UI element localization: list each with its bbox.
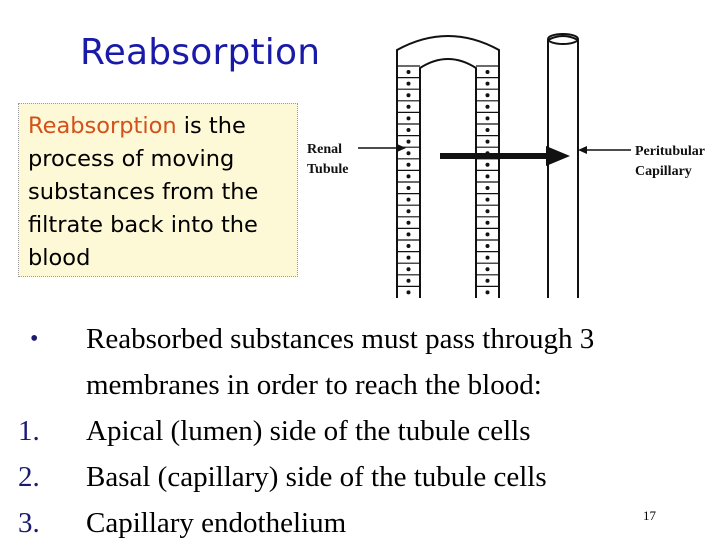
cell-nucleus [485, 104, 490, 109]
numbered-text: Basal (capillary) side of the tubule cel… [86, 461, 547, 493]
number-marker: 3. [18, 507, 40, 539]
cell-nucleus [406, 151, 411, 156]
cell-nucleus [485, 81, 490, 86]
reabsorption-arrow-head [546, 146, 570, 166]
page-number: 17 [643, 508, 656, 523]
cell-nucleus [406, 244, 411, 248]
cell-nucleus [406, 174, 411, 179]
definition-text: is the process of moving substances from… [28, 113, 259, 271]
tubule-inner-top [419, 58, 477, 298]
tubule-capillary-diagram: Renal Tubule Peritubular Capillary [300, 20, 720, 310]
cell-nucleus [406, 128, 411, 132]
slide-title: Reabsorption [80, 32, 321, 73]
cell-nucleus [485, 232, 490, 237]
bullet-marker: • [30, 326, 39, 352]
cell-nucleus [406, 267, 411, 272]
cell-nucleus [406, 116, 411, 121]
capillary-opening [547, 33, 579, 45]
definition-box: Reabsorption is the process of moving su… [18, 103, 298, 277]
numbered-item-3: 3. Capillary endothelium [18, 500, 698, 546]
cell-nucleus [485, 209, 490, 214]
renal-label: Renal [307, 142, 342, 157]
cell-nucleus [406, 220, 411, 225]
numbered-text: Capillary endothelium [86, 507, 347, 539]
tubule-label: Tubule [307, 162, 349, 177]
cell-nucleus [485, 197, 490, 202]
cell-nucleus [485, 255, 490, 260]
number-marker: 1. [18, 415, 40, 447]
cell-nucleus [485, 116, 490, 121]
cell-nucleus [485, 244, 490, 248]
cell-nucleus [485, 290, 490, 295]
number-marker: 2. [18, 461, 40, 493]
cell-nucleus [485, 278, 490, 283]
cell-nucleus [406, 278, 411, 283]
definition-term: Reabsorption [28, 113, 177, 139]
cell-nucleus [485, 70, 490, 74]
capillary-pointer-head [578, 146, 587, 154]
cell-nucleus [485, 174, 490, 179]
tubule-pointer-head [397, 144, 406, 152]
numbered-text: Apical (lumen) side of the tubule cells [86, 415, 531, 447]
cell-nucleus [406, 139, 411, 144]
cell-nucleus [485, 93, 490, 98]
tubule-left-cells [397, 65, 420, 295]
peritubular-label: Peritubular [635, 144, 705, 159]
cell-nucleus [406, 70, 411, 74]
cell-nucleus [406, 104, 411, 109]
cell-nucleus [406, 209, 411, 214]
diagram-svg: Renal Tubule Peritubular Capillary [307, 33, 705, 298]
bullet-list: • Reabsorbed substances must pass throug… [18, 316, 698, 546]
bullet-item: • Reabsorbed substances must pass throug… [18, 316, 698, 408]
numbered-item-1: 1. Apical (lumen) side of the tubule cel… [18, 408, 698, 454]
cell-nucleus [406, 197, 411, 202]
cell-nucleus [485, 139, 490, 144]
cell-nucleus [406, 93, 411, 98]
cell-nucleus [485, 162, 490, 167]
cell-nucleus [485, 128, 490, 132]
tubule-right-cells [476, 65, 499, 295]
cell-nucleus [406, 290, 411, 295]
cell-nucleus [485, 220, 490, 225]
capillary-label: Capillary [635, 164, 692, 179]
cell-nucleus [485, 186, 490, 190]
bullet-text: Reabsorbed substances must pass through … [86, 323, 595, 401]
cell-nucleus [406, 255, 411, 260]
tubule-outer-top [396, 35, 500, 298]
cell-nucleus [406, 162, 411, 167]
numbered-item-2: 2. Basal (capillary) side of the tubule … [18, 454, 698, 500]
cell-nucleus [406, 81, 411, 86]
capillary-wall [547, 35, 579, 298]
cell-nucleus [406, 232, 411, 237]
cell-nucleus [485, 267, 490, 272]
cell-nucleus [406, 186, 411, 190]
